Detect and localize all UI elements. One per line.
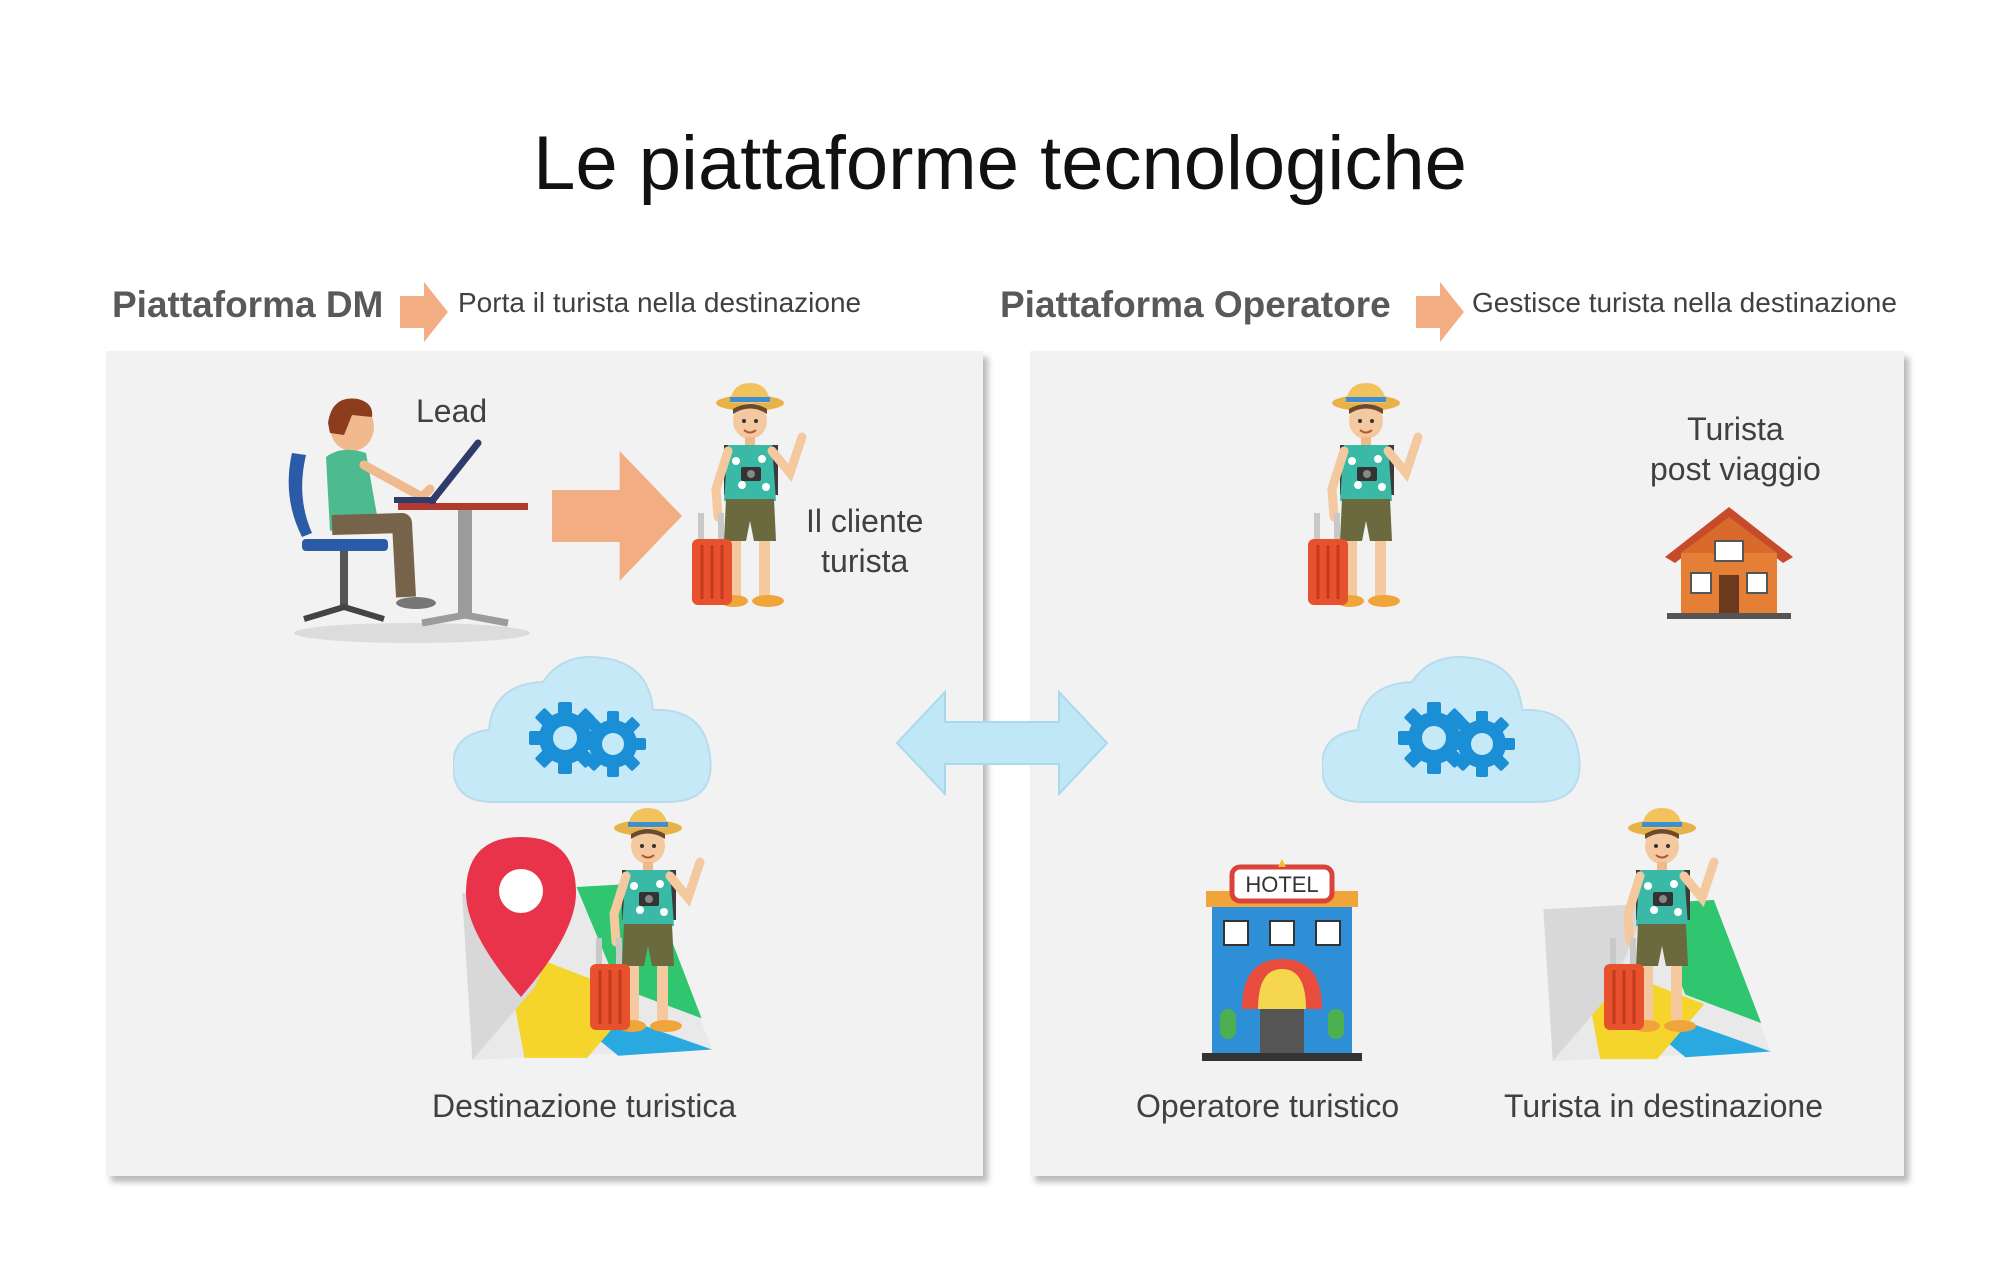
tourist-icon — [1294, 381, 1454, 641]
operator-label: Operatore turistico — [1136, 1088, 1400, 1124]
person-at-laptop-icon — [288, 398, 530, 643]
cloud-gear-icon — [1322, 654, 1592, 804]
slide-title: Le piattaforme tecnologiche — [533, 121, 1467, 206]
house-icon — [1665, 507, 1793, 619]
arrow-right-icon — [1416, 282, 1464, 342]
lead-label: Lead — [416, 393, 488, 429]
client-label-line2: turista — [821, 543, 909, 579]
map-pin-icon — [466, 837, 576, 997]
tourist-icon — [576, 806, 736, 1066]
dm-platform-heading: Piattaforma DM — [112, 284, 384, 325]
hotel-icon: HOTEL — [1202, 859, 1362, 1061]
destination-label: Destinazione turistica — [432, 1088, 737, 1124]
dm-platform-panel: Lead Il cliente turista Destinazione tur… — [106, 351, 983, 1176]
client-label: Il cliente turista — [806, 501, 923, 581]
operator-platform-heading: Piattaforma Operatore — [1000, 284, 1391, 325]
cloud-gear-icon — [453, 654, 723, 804]
post-trip-label-line1: Turista — [1687, 411, 1784, 447]
arrow-right-icon — [552, 451, 682, 581]
arrow-right-icon — [400, 282, 448, 342]
dm-platform-subheading: Porta il turista nella destinazione — [458, 287, 862, 318]
hotel-sign-text: HOTEL — [1245, 872, 1318, 897]
tourist-icon — [1590, 806, 1750, 1066]
client-label-line1: Il cliente — [806, 503, 924, 539]
operator-platform-subheading: Gestisce turista nella destinazione — [1472, 287, 1897, 318]
double-arrow-icon — [895, 689, 1109, 797]
post-trip-label: Turista post viaggio — [1650, 409, 1821, 489]
operator-platform-panel: Turista post viaggio HOTEL Operatore tur… — [1030, 351, 1904, 1176]
in-destination-label: Turista in destinazione — [1504, 1088, 1823, 1124]
post-trip-label-line2: post viaggio — [1650, 451, 1821, 487]
